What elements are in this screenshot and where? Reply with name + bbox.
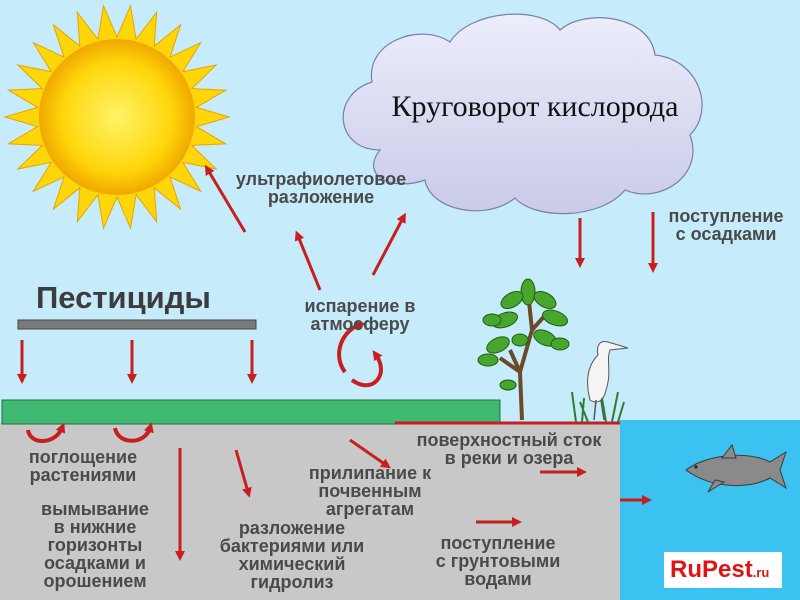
pesticide-bar bbox=[17, 319, 257, 330]
soil-layer bbox=[0, 422, 640, 600]
arrow-curved-uptake-1 bbox=[26, 422, 66, 443]
heron-icon bbox=[587, 341, 629, 421]
label-surface-runoff: поверхностный сток в реки и озера bbox=[416, 430, 602, 468]
label-groundwater: поступление с грунтовыми водами bbox=[435, 533, 561, 589]
label-evaporation: испарение в атмосферу bbox=[304, 296, 416, 334]
arrow-uv-decomposition bbox=[204, 164, 247, 233]
arrow-evap-right bbox=[371, 212, 406, 276]
diagram-title: Круговорот кислорода bbox=[391, 90, 679, 123]
sun-icon bbox=[3, 4, 231, 230]
tree-icon bbox=[477, 278, 570, 421]
label-uv-decomposition: ультрафиолетовое разложение bbox=[235, 169, 407, 207]
arrow-evap-left bbox=[294, 230, 322, 291]
arrow-curved-evap-2 bbox=[350, 350, 383, 388]
label-precipitation: поступление с осадками bbox=[668, 206, 784, 244]
cloud-icon bbox=[342, 13, 703, 215]
arrow-curved-uptake-2 bbox=[113, 422, 154, 443]
arrow-bacteria bbox=[234, 449, 252, 498]
pesticides-heading: Пестициды bbox=[36, 280, 211, 315]
grass-strip bbox=[1, 399, 501, 425]
logo-text: RuPest bbox=[670, 556, 753, 583]
label-adsorption: прилипание к почвенным агрегатам bbox=[308, 463, 432, 519]
arrow-adsorption bbox=[349, 438, 391, 469]
shark-icon bbox=[685, 443, 787, 493]
label-bacterial-decomposition: разложение бактериями или химический гид… bbox=[219, 518, 365, 592]
rupest-logo: RuPest.ru bbox=[664, 552, 782, 588]
label-leaching: вымывание в нижние горизонты осадками и … bbox=[41, 499, 149, 591]
reeds-icon bbox=[571, 391, 625, 423]
label-plant-uptake: поглощение растениями bbox=[28, 447, 138, 485]
logo-suffix: .ru bbox=[752, 565, 770, 580]
arrow-curved-evap bbox=[337, 321, 366, 374]
